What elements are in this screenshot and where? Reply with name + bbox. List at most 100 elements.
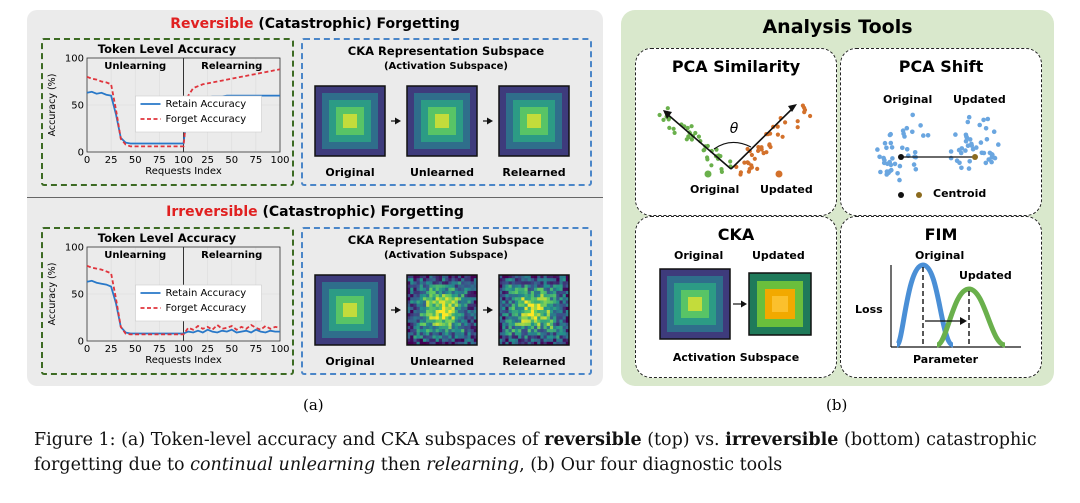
heatmap-cell — [534, 310, 538, 314]
heatmap-cell — [546, 332, 551, 336]
heatmap-cell — [413, 281, 417, 285]
heatmap-cell — [343, 303, 351, 311]
top-cka-figure: CKA Representation Subspace(Activation S… — [314, 44, 570, 179]
heatmap-cell — [556, 300, 560, 305]
heatmap-cell — [470, 86, 478, 94]
heatmap-cell — [426, 281, 430, 285]
cka-heatmap-unlearned — [407, 275, 478, 346]
heatmap-cell — [329, 100, 337, 108]
heatmap-cell — [464, 290, 468, 295]
heatmap-cell — [419, 313, 424, 317]
heatmap-cell — [511, 281, 516, 285]
heatmap-cell — [410, 322, 414, 327]
heatmap-cell — [556, 313, 560, 317]
heatmap-cell — [508, 284, 513, 289]
heatmap-cell — [556, 303, 560, 308]
heatmap-cell — [508, 278, 513, 282]
heatmap-cell — [543, 332, 548, 336]
heatmap-cell — [565, 284, 570, 289]
heatmap-cell — [553, 325, 557, 330]
heatmap-cell — [467, 322, 472, 327]
pca-similarity-card: PCA Similarity θ Original Updated — [635, 48, 837, 216]
heatmap-cell — [527, 319, 532, 324]
heatmap-cell — [413, 310, 417, 314]
heatmap-cell — [473, 290, 478, 295]
heatmap-cell — [530, 300, 535, 305]
heatmap-cell — [511, 297, 516, 301]
heatmap-cell — [467, 278, 472, 282]
y-axis-label: Accuracy (%) — [47, 263, 58, 326]
heatmap-cell — [499, 86, 507, 94]
heatmap-cell — [407, 107, 415, 115]
heatmap-cell — [451, 300, 456, 305]
heatmap-cell — [549, 316, 554, 320]
heatmap-cell — [350, 331, 358, 339]
heatmap-cell — [426, 287, 430, 292]
heatmap-cell — [371, 275, 379, 283]
heatmap-cell — [511, 300, 516, 305]
heatmap-cell — [421, 86, 429, 94]
heatmap-cell — [534, 121, 542, 129]
heatmap-cell — [543, 319, 548, 324]
heatmap-cell — [537, 284, 541, 289]
heatmap-cell — [470, 287, 475, 292]
heatmap-cell — [499, 114, 507, 122]
heatmap-cell — [410, 303, 414, 308]
heatmap-cell — [378, 128, 386, 136]
heatmap-cell — [445, 332, 449, 336]
heatmap-cell — [419, 290, 424, 295]
heatmap-cell — [378, 282, 386, 290]
heatmap-cell — [499, 287, 503, 292]
heatmap-cell — [553, 313, 557, 317]
heatmap-cell — [442, 297, 446, 301]
heatmap-cell — [448, 284, 452, 289]
heatmap-cell — [315, 282, 323, 290]
heatmap-cell — [565, 303, 570, 308]
heatmap-cell — [461, 275, 465, 279]
heatmap-cell — [473, 341, 478, 346]
heatmap-cell — [445, 310, 449, 314]
heatmap-cell — [419, 322, 424, 327]
heatmap-cell — [364, 142, 372, 150]
heatmap-cell — [473, 316, 478, 320]
heatmap-cell — [407, 100, 415, 108]
heatmap-cell — [521, 310, 525, 314]
heatmap-cell — [322, 149, 330, 157]
heatmap-cell — [473, 329, 478, 333]
heatmap-cell — [467, 300, 472, 305]
heatmap-cell — [329, 128, 337, 136]
heatmap-cell — [674, 276, 682, 284]
heatmap-cell — [518, 329, 522, 333]
heatmap-cell — [702, 311, 710, 319]
heatmap-cell — [422, 341, 427, 346]
heatmap-cell — [530, 313, 535, 317]
region-label-relearning: Relearning — [201, 250, 262, 261]
heatmap-cell — [457, 322, 462, 327]
heatmap-cell — [448, 313, 452, 317]
heatmap-cell — [371, 135, 379, 143]
heatmap-cell — [562, 332, 567, 336]
heatmap-cell — [429, 300, 433, 305]
heatmap-cell — [527, 287, 532, 292]
heatmap-cell — [463, 135, 471, 143]
heatmap-cell — [422, 306, 427, 311]
heatmap-cell — [521, 300, 525, 305]
heatmap-cell — [435, 114, 443, 122]
heatmap-cell — [448, 332, 452, 336]
heatmap-cell — [556, 335, 560, 340]
heatmap-cell — [508, 290, 513, 295]
heatmap-cell — [442, 93, 450, 101]
heatmap-cell — [416, 332, 421, 336]
heatmap-cell — [716, 290, 724, 298]
heatmap-cell — [322, 282, 330, 290]
heatmap-cell — [449, 142, 457, 150]
heatmap-cell — [322, 86, 330, 94]
heatmap-cell — [562, 306, 567, 311]
heatmap-cell — [562, 114, 570, 122]
heatmap-cell — [499, 142, 507, 150]
heatmap-cell — [357, 149, 365, 157]
heatmap-cell — [518, 310, 522, 314]
heatmap-cell — [336, 86, 344, 94]
heatmap-cell — [416, 316, 421, 320]
heatmap-cell — [432, 294, 437, 298]
